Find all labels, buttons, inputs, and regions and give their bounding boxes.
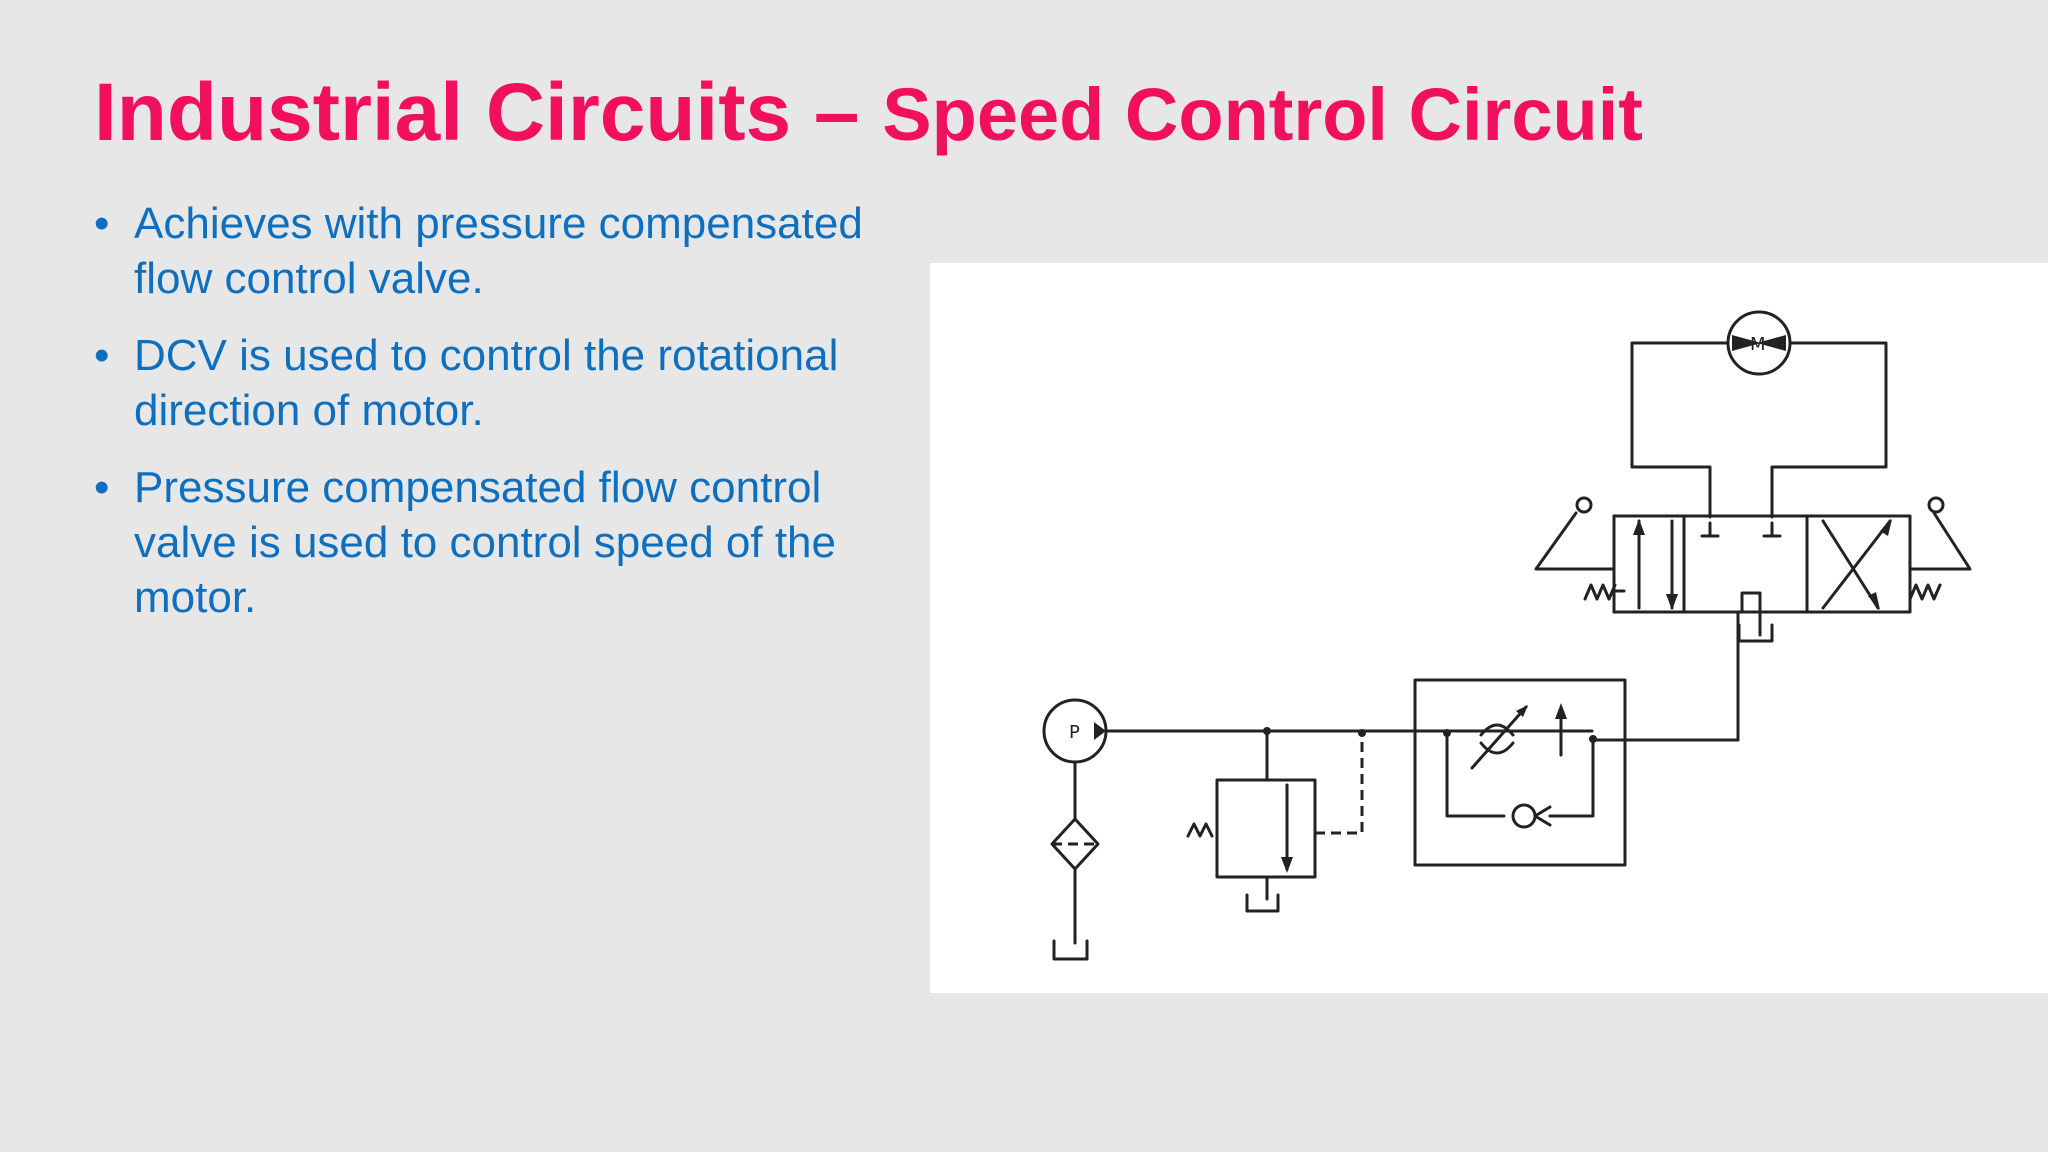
pump-symbol: P xyxy=(1042,698,1108,764)
bullet-text: Achieves with pressure compensated flow … xyxy=(134,199,863,303)
motor-symbol: M xyxy=(1726,310,1792,376)
filter-symbol xyxy=(1050,817,1100,871)
title-main: Industrial Circuits – xyxy=(94,67,883,158)
directional-control-valve xyxy=(1612,514,1912,614)
bullet-dot: • xyxy=(94,331,110,380)
circuit-diagram: M xyxy=(930,263,2048,993)
lever-left xyxy=(1534,496,1626,601)
motor-line-b xyxy=(1770,341,1888,519)
bullet-list: • Achieves with pressure compensated flo… xyxy=(94,196,934,647)
dcv-tank-symbol xyxy=(1737,610,1774,643)
dcv-pressure-line xyxy=(1590,610,1740,742)
circuit-svg: M xyxy=(1042,310,1972,961)
pump-tank-symbol xyxy=(1052,939,1089,961)
bullet-text: Pressure compensated flow control valve … xyxy=(134,463,836,622)
bullet-item: • Achieves with pressure compensated flo… xyxy=(94,196,934,306)
lever-right xyxy=(1908,496,1972,601)
pump-label: P xyxy=(1069,722,1080,743)
relief-valve xyxy=(1186,727,1366,913)
motor-line-a xyxy=(1630,341,1730,519)
title-subtitle: Speed Control Circuit xyxy=(882,73,1643,156)
bullet-dot: • xyxy=(94,463,110,512)
bullet-item: • DCV is used to control the rotational … xyxy=(94,328,934,438)
bullet-text: DCV is used to control the rotational di… xyxy=(134,331,839,435)
slide-title: Industrial Circuits – Speed Control Circ… xyxy=(94,67,1643,158)
flow-control-valve xyxy=(1413,678,1627,867)
motor-label: M xyxy=(1750,334,1766,355)
bullet-dot: • xyxy=(94,199,110,248)
bullet-item: • Pressure compensated flow control valv… xyxy=(94,460,934,625)
